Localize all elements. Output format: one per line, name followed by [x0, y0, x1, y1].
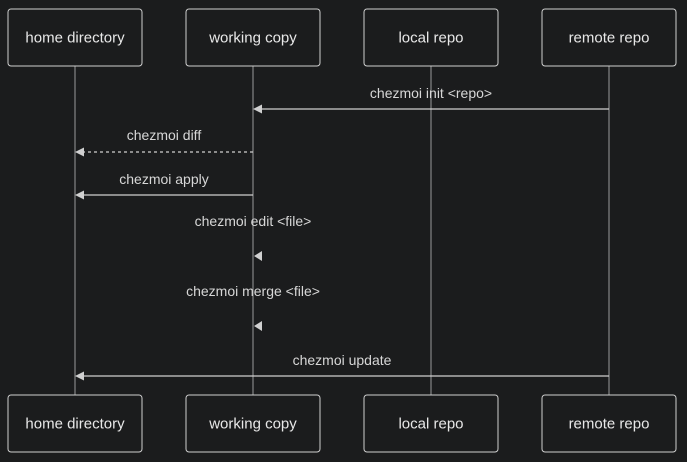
message-label-2: chezmoi apply	[119, 171, 209, 187]
participant-label-top-working: working copy	[208, 30, 297, 47]
participant-label-top-remote: remote repo	[569, 30, 650, 47]
message-arrowhead-4	[254, 321, 262, 331]
message-label-5: chezmoi update	[293, 352, 392, 368]
participant-label-top-local: local repo	[398, 30, 463, 47]
participant-box-bottom-local	[363, 394, 499, 453]
participant-box-top-working	[185, 8, 321, 67]
participant-box-top-remote	[541, 8, 677, 67]
message-arrowhead-5	[75, 371, 84, 381]
participant-box-bottom-remote	[541, 394, 677, 453]
participant-box-bottom-working	[185, 394, 321, 453]
participant-label-bottom-remote: remote repo	[569, 416, 650, 433]
message-arrowhead-1	[75, 147, 84, 157]
participant-label-bottom-local: local repo	[398, 416, 463, 433]
message-label-0: chezmoi init <repo>	[370, 85, 492, 101]
participant-box-top-local	[363, 8, 499, 67]
participant-box-bottom-home	[7, 394, 143, 453]
message-arrowhead-0	[253, 104, 262, 114]
message-label-3: chezmoi edit <file>	[195, 213, 312, 229]
message-label-1: chezmoi diff	[127, 127, 202, 143]
participant-label-bottom-working: working copy	[208, 416, 297, 433]
message-label-4: chezmoi merge <file>	[186, 283, 320, 299]
message-arrowhead-3	[254, 251, 262, 261]
message-arrowhead-2	[75, 190, 84, 200]
participant-label-bottom-home: home directory	[25, 416, 125, 433]
participant-label-top-home: home directory	[25, 30, 125, 47]
participant-box-top-home	[7, 8, 143, 67]
